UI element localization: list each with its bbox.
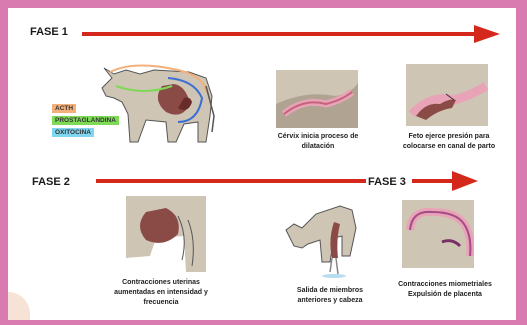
cervix-illustration [276,70,358,128]
phase-1-arrow [82,24,502,44]
phase-3-label: FASE 3 [368,176,406,188]
phase-1-label: FASE 1 [30,26,68,38]
feto-caption: Feto ejerce presión para colocarse en ca… [396,132,502,152]
oxitocina-tag: OXITOCINA [52,128,94,137]
salida-illustration [280,200,360,280]
hormone-legend: ACTH PROSTAGLANDINA OXITOCINA [52,104,119,140]
acth-tag: ACTH [52,104,76,113]
feto-illustration [406,64,488,126]
corner-decoration [8,292,30,320]
phase-2-label: FASE 2 [32,176,70,188]
salida-caption: Salida de miembros anteriores y cabeza [282,286,378,306]
phase-3-arrow [412,170,478,192]
miometriales-illustration [402,200,474,268]
infographic-card: FASE 1 ACTH PROSTAGLANDINA OXITOCINA Cér… [8,8,516,320]
contracciones-caption: Contracciones uterinas aumentadas en int… [106,278,216,307]
prostaglandina-tag: PROSTAGLANDINA [52,116,119,125]
contracciones-illustration [126,196,206,272]
phase-2-arrow [96,174,366,188]
cervix-caption: Cérvix inicia proceso de dilatación [270,132,366,152]
miometriales-caption: Contracciones miometriales Expulsión de … [390,280,500,300]
